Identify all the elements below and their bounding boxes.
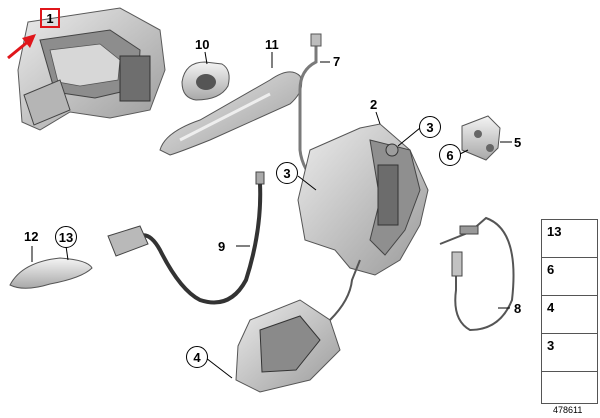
callout-7: 7	[333, 54, 341, 69]
callout-2: 2	[370, 97, 378, 112]
callout-11: 11	[265, 37, 279, 52]
release-cable-part	[439, 216, 515, 332]
legend-number: 6	[547, 262, 555, 277]
callout-1: 1	[40, 8, 60, 28]
callout-6: 6	[439, 144, 461, 166]
bowden-cable-part	[107, 171, 265, 305]
lock-actuator-part	[235, 259, 361, 393]
diagram-id: 478611	[553, 405, 583, 415]
callout-3-upper: 3	[419, 116, 441, 138]
fastener-legend: 13 6 4 3	[541, 219, 598, 404]
callout-13: 13	[55, 226, 77, 248]
callout-9: 9	[218, 239, 226, 254]
callout-3-lower: 3	[276, 162, 298, 184]
legend-row: 6	[542, 258, 597, 296]
callout-12: 12	[24, 229, 39, 244]
door-handle-carrier-part	[17, 7, 166, 131]
legend-number: 13	[547, 224, 562, 239]
callout-8: 8	[514, 301, 522, 316]
legend-number: 4	[547, 300, 555, 315]
legend-number: 3	[547, 338, 555, 353]
inner-handle-cover-part	[9, 257, 93, 289]
striker-plate-part	[461, 115, 501, 161]
legend-row: 13	[542, 220, 597, 258]
highlight-arrow	[7, 34, 36, 60]
callout-5: 5	[514, 135, 522, 150]
handle-bezel-part	[181, 61, 230, 101]
door-lock-part	[297, 123, 429, 276]
callout-4: 4	[186, 346, 208, 368]
legend-row: 4	[542, 296, 597, 334]
callout-10: 10	[195, 37, 210, 52]
legend-row: 3	[542, 334, 597, 372]
outer-door-handle-part	[159, 71, 303, 156]
